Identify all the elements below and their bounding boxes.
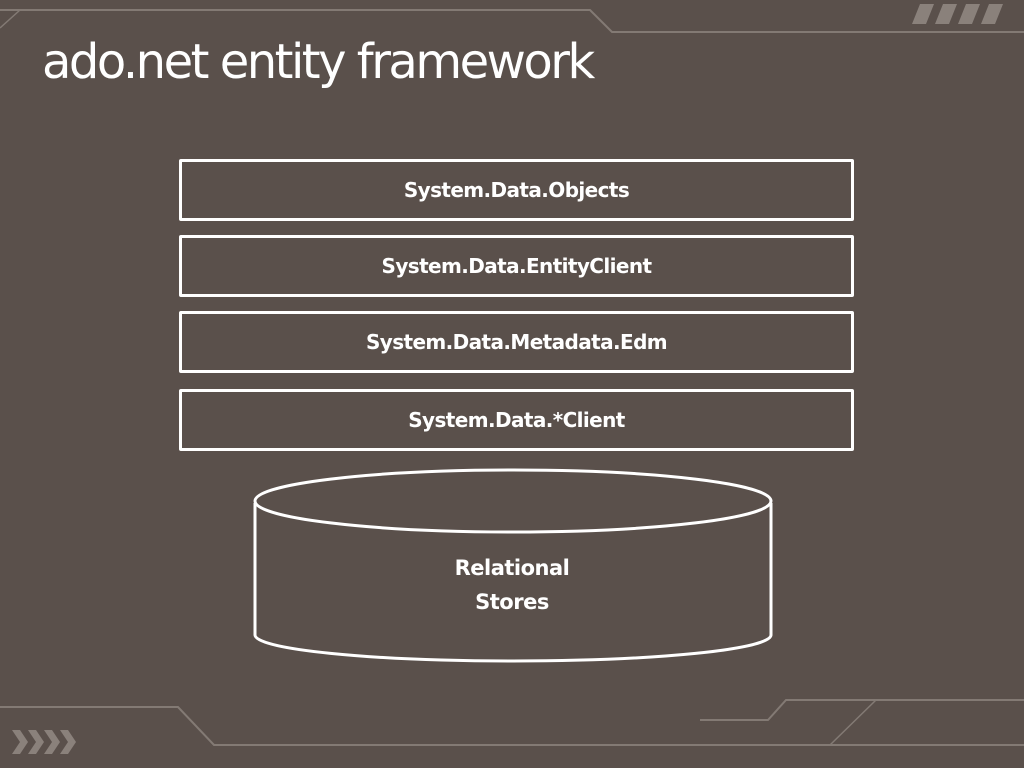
relational-stores-cylinder <box>253 468 773 663</box>
layer-system-data-metadata-edm: System.Data.Metadata.Edm <box>179 311 854 373</box>
chevron-pattern-bottom <box>12 730 76 754</box>
slash-pattern-top <box>912 4 1003 24</box>
store-label-line-2: Stores <box>475 590 549 614</box>
layer-system-data-objects: System.Data.Objects <box>179 159 854 221</box>
store-label-line-1: Relational <box>454 556 570 580</box>
relational-stores-label: Relational Stores <box>412 551 612 619</box>
slide-title: ado.net entity framework <box>42 34 595 90</box>
layer-system-data-entityclient: System.Data.EntityClient <box>179 235 854 297</box>
layer-system-data-client: System.Data.*Client <box>179 389 854 451</box>
